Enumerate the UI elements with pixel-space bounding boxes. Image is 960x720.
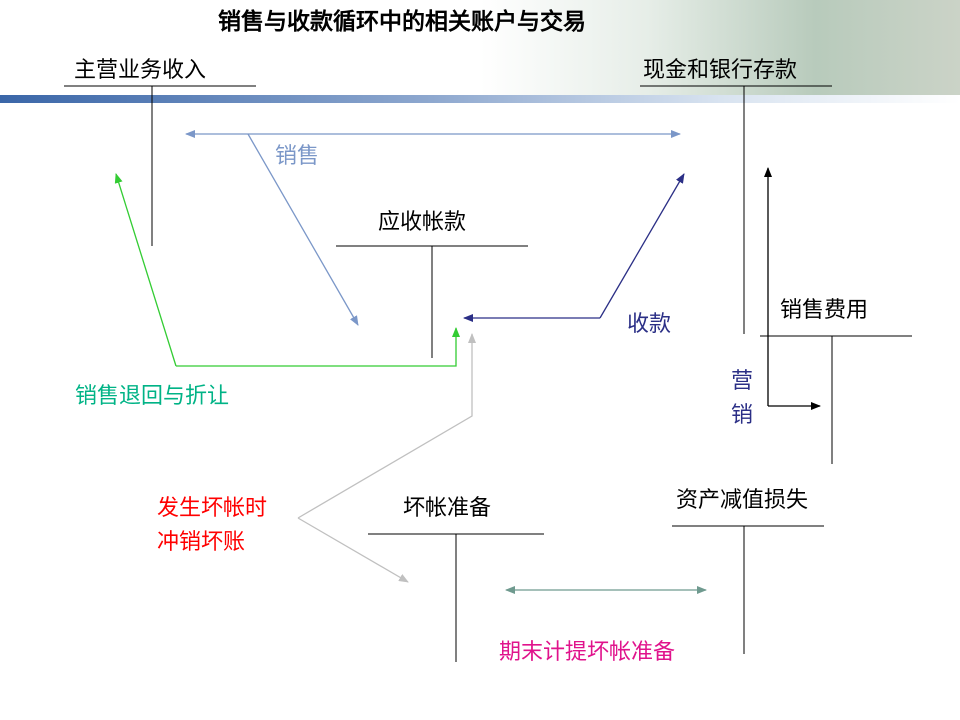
- page-title: 销售与收款循环中的相关账户与交易: [218, 8, 586, 35]
- account-selling-expense: 销售费用: [780, 298, 869, 323]
- account-cash-bank: 现金和银行存款: [643, 58, 798, 83]
- account-bad-debt-reserve: 坏帐准备: [403, 496, 492, 521]
- marketing-flow: [764, 167, 821, 410]
- provision-label: 期末计提坏帐准备: [499, 640, 676, 665]
- writeoff-label-2: 冲销坏账: [157, 530, 246, 555]
- account-receivables: 应收帐款: [378, 210, 467, 235]
- account-impairment-loss: 资产减值损失: [676, 488, 809, 513]
- t-account-receivables: [336, 245, 528, 358]
- returns-label: 销售退回与折让: [75, 384, 230, 409]
- returns-flow: [114, 173, 460, 367]
- collection-label: 收款: [627, 312, 672, 337]
- header-photo: [480, 0, 960, 96]
- account-main-revenue: 主营业务收入: [74, 58, 207, 83]
- marketing-label-2: 销: [731, 403, 754, 428]
- t-account-impairment-loss: [672, 525, 824, 654]
- sales-label: 销售: [275, 144, 320, 169]
- t-account-main-revenue: [64, 85, 256, 246]
- writeoff-label-1: 发生坏帐时: [157, 496, 268, 521]
- t-account-selling-expense: [760, 335, 912, 464]
- header-bar: [0, 95, 960, 103]
- marketing-label-1: 营: [731, 369, 754, 394]
- sales-flow: [185, 130, 681, 326]
- collection-flow: [463, 173, 685, 322]
- t-account-cash-bank: [640, 85, 832, 334]
- t-account-bad-debt-reserve: [368, 533, 544, 662]
- writeoff-flow: [297, 333, 476, 583]
